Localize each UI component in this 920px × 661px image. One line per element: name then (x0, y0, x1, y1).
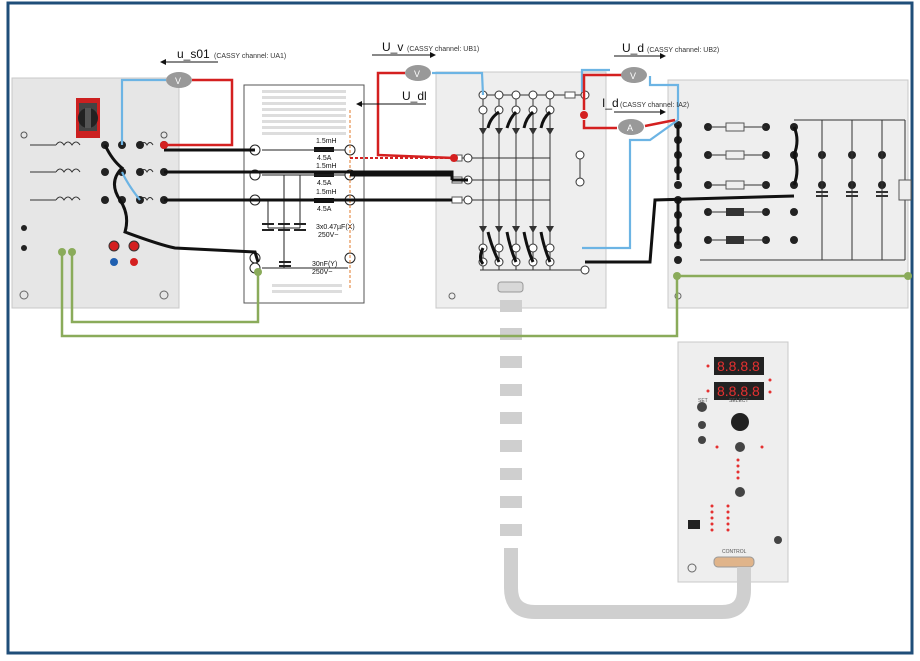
three-phase-supply-panel (11, 77, 180, 309)
label-u-d: U_d (622, 41, 644, 55)
voltmeter-symbol-1: V (175, 76, 181, 86)
label-i-d: I_d (602, 96, 619, 110)
inductor3-current: 4.5A (317, 206, 332, 213)
mode-selector-button[interactable] (735, 442, 745, 452)
display-bottom (714, 382, 764, 400)
measurement-wires-blue (120, 68, 680, 250)
filter-choke-panel: 1.5mH 4.5A 1.5mH 4.5A 1.5mH 4.5A 3x0.47µ… (243, 84, 365, 304)
ammeter-id: A (618, 119, 644, 135)
mode-button-1[interactable] (698, 421, 706, 429)
select-label: SELECT (729, 398, 748, 404)
display-bottom-digits: 8.8.8.8 (717, 383, 760, 399)
label-u-s01-channel: (CASSY channel: UA1) (214, 53, 286, 60)
select-knob[interactable] (731, 413, 749, 431)
inductor2-value: 1.5mH (316, 163, 337, 170)
voltmeter-ud: V (621, 67, 647, 83)
measurement-arrows (166, 54, 660, 113)
earth-wires (60, 252, 908, 338)
diagram-frame (6, 1, 914, 655)
usb-port (688, 520, 700, 529)
label-u-v: U_v (382, 40, 403, 54)
label-u-dl: U_dl (402, 89, 427, 103)
label-u-s01: u_s01 (177, 47, 210, 61)
set-label: SET (698, 398, 708, 404)
thyristor-bridge-panel (435, 71, 607, 309)
label-i-d-channel: (CASSY channel: IA2) (620, 102, 689, 109)
mode-button-2[interactable] (698, 436, 706, 444)
thyristor-control-unit: 8.8.8.8 8.8.8.8 SET SELECT CONTROL (677, 341, 789, 583)
capacitor-bank-value: 3x0.47µF(X) (316, 224, 355, 231)
capacitor-y-value: 30nF(Y) (312, 261, 337, 268)
power-wires (103, 110, 799, 265)
load-panel (667, 79, 912, 309)
voltmeter-symbol-3: V (630, 71, 636, 81)
label-u-v-channel: (CASSY channel: UB1) (407, 46, 479, 53)
connection-button[interactable] (735, 487, 745, 497)
control-connector (713, 556, 755, 568)
capacitor-bank-voltage: 250V~ (318, 232, 338, 239)
set-button[interactable] (697, 402, 707, 412)
display-top-digits: 8.8.8.8 (717, 358, 760, 374)
run-button[interactable] (774, 536, 782, 544)
control-connector-label: CONTROL (722, 549, 747, 555)
display-top (714, 357, 764, 375)
inductor2-current: 4.5A (317, 180, 332, 187)
measurement-wires-red (164, 71, 676, 160)
inductor1-value: 1.5mH (316, 138, 337, 145)
inductor3-value: 1.5mH (316, 189, 337, 196)
inductor1-current: 4.5A (317, 155, 332, 162)
label-u-d-channel: (CASSY channel: UB2) (647, 47, 719, 54)
ammeter-symbol: A (627, 123, 633, 133)
voltmeter-uv: V (405, 65, 431, 81)
voltmeter-us01: V (166, 72, 192, 88)
voltmeter-symbol-2: V (414, 69, 420, 79)
control-cable (497, 281, 751, 619)
capacitor-y-voltage: 250V~ (312, 269, 332, 276)
